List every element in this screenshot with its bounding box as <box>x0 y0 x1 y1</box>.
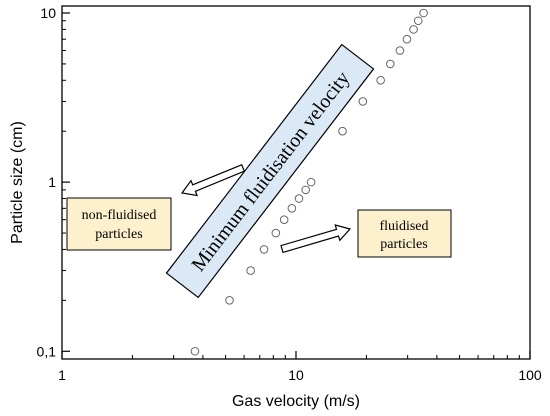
data-point <box>413 16 423 26</box>
data-points <box>190 8 428 356</box>
data-point <box>294 194 304 203</box>
y-tick-label: 10 <box>40 5 56 21</box>
data-point <box>386 59 395 69</box>
x-tick-label: 1 <box>58 367 66 383</box>
fluidisation-band: Minimum fluidisation velocity <box>165 43 375 299</box>
arrow-to-non-fluidised <box>180 164 246 197</box>
fluidisation-band-box <box>165 43 375 299</box>
data-point <box>338 126 347 136</box>
data-point <box>301 185 310 195</box>
non-fluidised-label: non-fluidised <box>82 208 157 223</box>
data-point <box>246 266 255 275</box>
y-tick-label: 1 <box>48 174 56 190</box>
data-point <box>259 245 269 254</box>
data-point <box>287 204 297 213</box>
x-tick-label: 10 <box>288 367 304 383</box>
fluidised-label: fluidised <box>380 219 429 234</box>
non-fluidised-label: particles <box>95 227 142 242</box>
data-point <box>395 46 405 55</box>
data-point <box>419 8 428 18</box>
data-point <box>409 25 418 34</box>
non-fluidised-box <box>66 197 172 251</box>
data-point <box>225 296 234 305</box>
x-axis-title: Gas velocity (m/s) <box>232 393 360 410</box>
y-tick-label: 0,1 <box>37 343 57 359</box>
fluidised-box <box>357 209 452 258</box>
data-point <box>306 177 316 187</box>
annotations: Minimum fluidisation velocity non-fluidis… <box>66 43 452 299</box>
data-point <box>190 346 200 356</box>
data-point <box>271 228 281 238</box>
fluidised-label: particles <box>380 237 427 252</box>
data-point <box>402 34 412 44</box>
data-point <box>358 97 368 106</box>
fluidisation-band-label: Minimum fluidisation velocity <box>187 68 354 276</box>
data-point <box>376 76 385 85</box>
data-point <box>279 215 289 224</box>
arrow-to-fluidised <box>280 224 352 254</box>
x-tick-label: 100 <box>518 367 542 383</box>
y-axis-title: Particle size (cm) <box>9 121 26 244</box>
plot-frame <box>61 5 531 360</box>
